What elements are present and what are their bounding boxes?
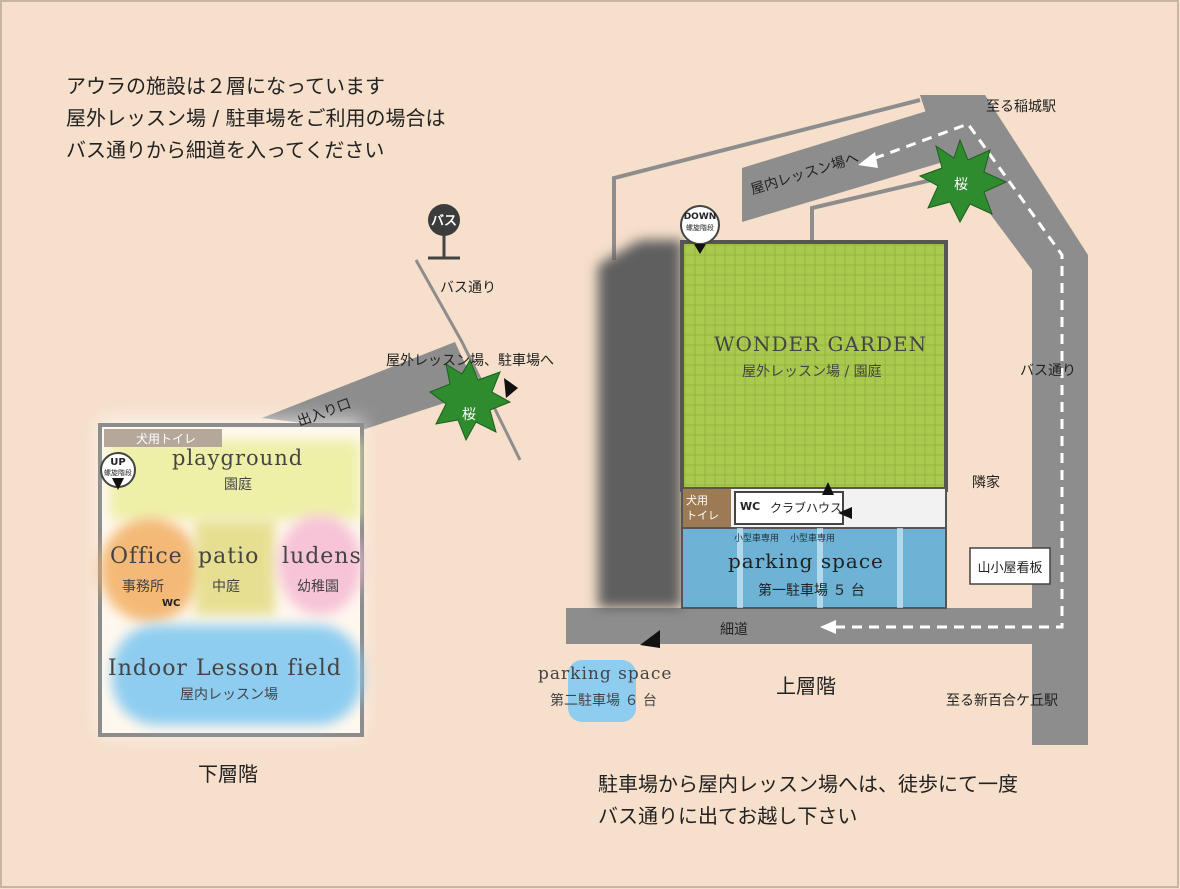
road-to-indoor bbox=[742, 110, 950, 222]
dog-toilet-upper bbox=[683, 489, 731, 527]
parking1-jp: 第一駐車場 ５ 台 bbox=[758, 583, 865, 599]
stairs-up-sub: 螺旋階段 bbox=[104, 469, 132, 477]
ludens-jp: 幼稚園 bbox=[297, 579, 339, 595]
direction-arrow-lower bbox=[504, 378, 518, 398]
lower-floor-map bbox=[98, 204, 522, 737]
dog-toilet-lower-label: 犬用トイレ bbox=[136, 432, 197, 446]
clubhouse-box bbox=[734, 491, 844, 525]
intro-line-3: バス通りから細道を入ってください bbox=[66, 138, 385, 162]
route-arrow-indoor bbox=[858, 152, 878, 168]
bus-street-label-upper: バス通り bbox=[1020, 363, 1076, 379]
playground-label: playground bbox=[172, 446, 304, 470]
stairs-down-label: DOWN bbox=[683, 212, 717, 222]
bus-stop-label: バス bbox=[430, 214, 457, 229]
upper-road-outline-left bbox=[612, 98, 921, 260]
playground-jp: 園庭 bbox=[224, 477, 252, 493]
patio-label: patio bbox=[198, 544, 260, 569]
stairs-up-arrow bbox=[112, 478, 124, 490]
to-outdoor-label: 屋外レッスン場、駐車場へ bbox=[386, 353, 554, 369]
sakura-label-upper: 桜 bbox=[954, 177, 968, 193]
ludens-label: ludens bbox=[282, 544, 362, 569]
stairs-down-arrow bbox=[694, 244, 706, 254]
upper-road-outline-right bbox=[810, 176, 941, 240]
parking2-jp: 第二駐車場 ６ 台 bbox=[550, 693, 657, 709]
playground-area bbox=[110, 440, 360, 520]
wc-lower-label: WC bbox=[162, 598, 181, 609]
indoor-label: Indoor Lesson field bbox=[108, 656, 342, 681]
upper-floor-caption: 上層階 bbox=[776, 674, 836, 698]
wc-upper-label: WC bbox=[740, 500, 761, 513]
dog-toilet-upper-1: 犬用 bbox=[686, 494, 708, 507]
signboard-box bbox=[969, 547, 1051, 585]
patio-jp: 中庭 bbox=[212, 579, 240, 595]
route-arrow-narrow bbox=[820, 620, 836, 634]
building-shadow bbox=[598, 240, 682, 608]
entrance-road bbox=[262, 342, 478, 430]
bus-stop-icon bbox=[428, 204, 460, 236]
walking-route bbox=[835, 122, 1064, 629]
intro-line-2: 屋外レッスン場 / 駐車場をご利用の場合は bbox=[66, 106, 446, 130]
sakura-label-lower: 桜 bbox=[462, 407, 476, 423]
compact-only-2: 小型車専用 bbox=[790, 534, 836, 544]
arrow-left-clubhouse bbox=[838, 507, 852, 519]
compact-only-1: 小型車専用 bbox=[734, 534, 780, 544]
bus-street-label-lower: バス通り bbox=[440, 280, 496, 296]
clubhouse-label: クラブハウス bbox=[770, 501, 843, 515]
indoor-jp: 屋内レッスン場 bbox=[180, 687, 278, 703]
wonder-garden-label: WONDER GARDEN bbox=[714, 332, 928, 356]
wonder-garden-area bbox=[680, 240, 948, 492]
office-label: Office bbox=[110, 544, 183, 569]
dog-toilet-lower bbox=[104, 429, 222, 447]
office-area bbox=[100, 518, 200, 622]
to-shinyuri-station: 至る新百合ケ丘駅 bbox=[946, 693, 1058, 709]
wonder-garden-jp: 屋外レッスン場 / 園庭 bbox=[742, 364, 882, 380]
ludens-area bbox=[278, 515, 362, 615]
stairs-down-sub: 螺旋階段 bbox=[686, 224, 714, 232]
sakura-tree-upper bbox=[918, 138, 1008, 224]
indoor-lesson-field bbox=[112, 625, 362, 725]
neighbor-label: 隣家 bbox=[972, 475, 1000, 491]
lower-floor-caption: 下層階 bbox=[198, 762, 258, 786]
to-inagi-station: 至る稲城駅 bbox=[986, 99, 1056, 115]
upper-floor-map bbox=[566, 95, 1088, 745]
patio-area bbox=[195, 520, 275, 615]
signboard-label: 山小屋看板 bbox=[977, 561, 1043, 576]
sakura-tree-lower bbox=[428, 358, 512, 442]
bottom-note-line-1: 駐車場から屋内レッスン場へは、徒歩にて一度 bbox=[598, 772, 1018, 796]
parking2-label: parking space bbox=[538, 664, 673, 684]
office-jp: 事務所 bbox=[122, 579, 164, 595]
dog-toilet-upper-2: トイレ bbox=[686, 509, 719, 522]
parking1-label: parking space bbox=[728, 549, 884, 573]
arrow-up-clubhouse bbox=[822, 482, 834, 495]
stairs-up-label: UP bbox=[110, 457, 126, 468]
bus-street-line bbox=[414, 259, 522, 461]
arrow-parking-2 bbox=[640, 630, 660, 648]
narrow-road-label: 細道 bbox=[720, 622, 748, 638]
intro-line-1: アウラの施設は２層になっています bbox=[66, 74, 385, 98]
parking-space-2 bbox=[568, 660, 636, 722]
bottom-note-line-2: バス通りに出てお越し下さい bbox=[598, 804, 858, 828]
